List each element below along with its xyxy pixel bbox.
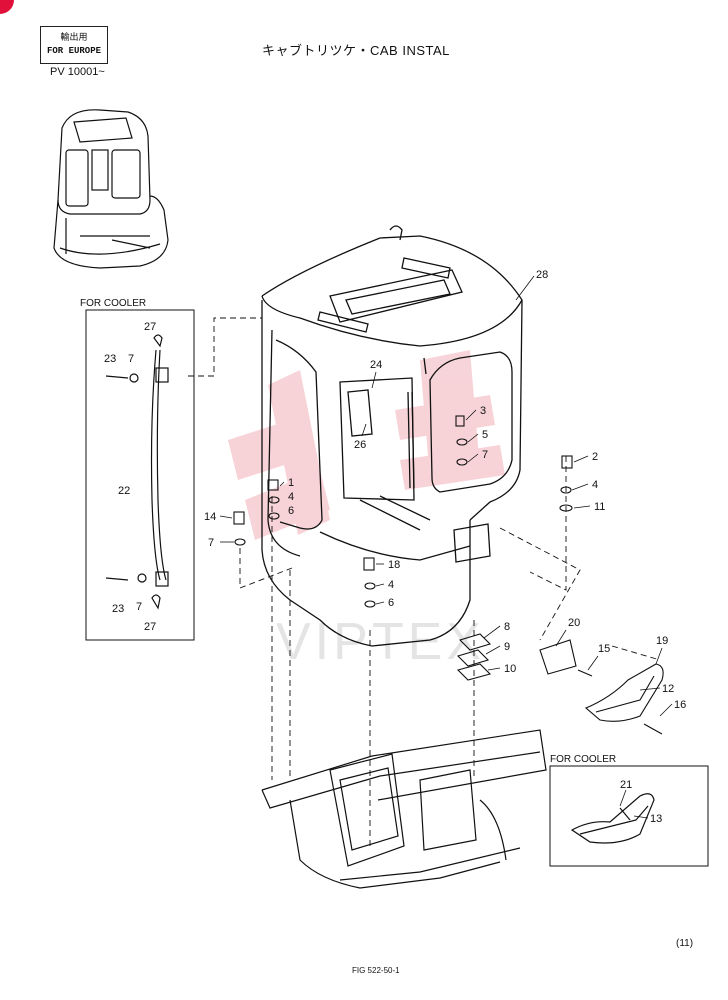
callout-24: 24 <box>370 359 382 371</box>
cab-body <box>261 225 523 647</box>
callout-23a: 23 <box>104 353 116 365</box>
watermark-text: VIPTEX <box>276 613 485 671</box>
cab-thumbnail <box>53 109 169 269</box>
callout-9: 9 <box>504 641 510 653</box>
callout-20: 20 <box>568 617 580 629</box>
cooler-right-title: FOR COOLER <box>550 754 616 765</box>
page-title: キャブトリツケ・CAB INSTAL <box>262 43 450 58</box>
figure-number: FIG 522-50-1 <box>352 966 400 975</box>
callout-26: 26 <box>354 439 366 451</box>
callout-4b: 4 <box>288 491 294 503</box>
stamp-jp-text: 輸出用 <box>60 33 88 43</box>
callout-leaders <box>219 275 673 819</box>
watermark-logo <box>228 350 505 540</box>
callout-18: 18 <box>388 559 400 571</box>
callout-28: 28 <box>536 269 548 281</box>
callout-22: 22 <box>118 485 130 497</box>
callout-21: 21 <box>620 779 632 791</box>
callout-23b: 23 <box>112 603 124 615</box>
serial-range: PV 10001~ <box>50 66 105 78</box>
callout-16: 16 <box>674 699 686 711</box>
callout-7b: 7 <box>208 537 214 549</box>
callout-19: 19 <box>656 635 668 647</box>
callout-12: 12 <box>662 683 674 695</box>
callout-4a: 4 <box>592 479 598 491</box>
callouts: 28 24 26 3 5 7 2 4 11 1 4 6 14 7 18 4 6 … <box>104 269 686 825</box>
callout-6b: 6 <box>388 597 394 609</box>
callout-10: 10 <box>504 663 516 675</box>
callout-13: 13 <box>650 813 662 825</box>
callout-27b: 27 <box>144 621 156 633</box>
callout-7c: 7 <box>128 353 134 365</box>
callout-15: 15 <box>598 643 610 655</box>
page-reference: (11) <box>676 938 694 949</box>
callout-2: 2 <box>592 451 598 463</box>
hardware-parts <box>233 415 664 735</box>
cooler-left-title: FOR COOLER <box>80 298 146 309</box>
export-stamp: 輸出用 FOR EUROPE <box>40 26 108 64</box>
base-frame <box>261 729 547 889</box>
callout-14: 14 <box>204 511 216 523</box>
callout-5: 5 <box>482 429 488 441</box>
cooler-inset-right: FOR COOLER <box>549 754 709 867</box>
leader-lines <box>188 317 661 850</box>
callout-7d: 7 <box>136 601 142 613</box>
callout-27a: 27 <box>144 321 156 333</box>
callout-4c: 4 <box>388 579 394 591</box>
callout-8: 8 <box>504 621 510 633</box>
callout-3: 3 <box>480 405 486 417</box>
callout-1: 1 <box>288 477 294 489</box>
callout-11: 11 <box>594 501 605 513</box>
callout-6a: 6 <box>288 505 294 517</box>
callout-7a: 7 <box>482 449 488 461</box>
cooler-inset-left: FOR COOLER <box>80 298 195 641</box>
stamp-en-text: FOR EUROPE <box>46 46 101 56</box>
